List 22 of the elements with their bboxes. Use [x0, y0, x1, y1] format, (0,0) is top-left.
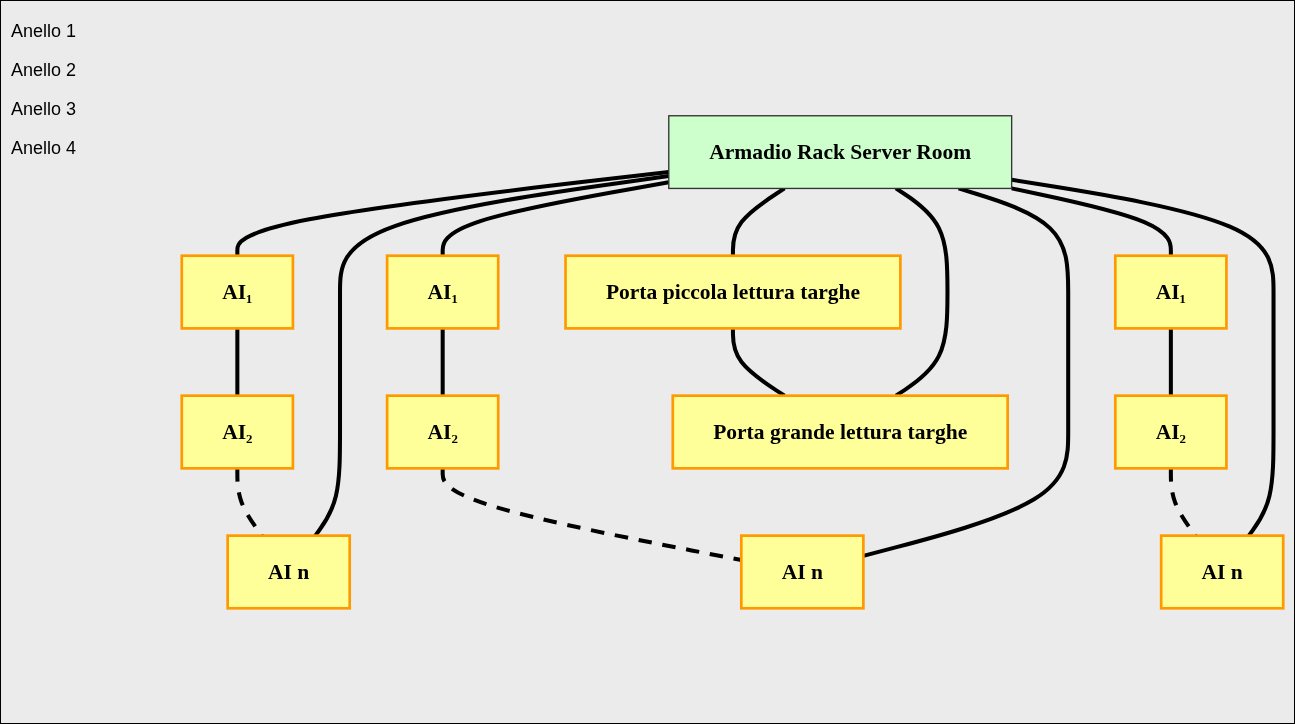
ring-label: Anello 4 — [11, 138, 78, 159]
connector — [1011, 186, 1173, 256]
ring-label: Anello 1 — [11, 21, 78, 42]
ring-label: Anello 3 — [11, 99, 78, 120]
node-box: AI₂ — [385, 394, 500, 470]
node-box: Armadio Rack Server Room — [668, 115, 1013, 190]
connector — [1168, 328, 1173, 396]
node-box: AI n — [1159, 534, 1285, 610]
node-box: AI₁ — [180, 254, 295, 330]
node-box: AI n — [739, 534, 865, 610]
node-box: AI₂ — [180, 394, 295, 470]
connector — [440, 328, 445, 396]
node-box: Porta grande lettura targhe — [671, 394, 1009, 470]
node-box: AI₁ — [385, 254, 500, 330]
node-box: AI₂ — [1113, 394, 1228, 470]
ring-label: Anello 2 — [11, 60, 78, 81]
node-box: AI n — [226, 534, 352, 610]
connector — [440, 468, 742, 563]
node-box: AI₁ — [1113, 254, 1228, 330]
connector — [235, 169, 669, 256]
node-box: Porta piccola lettura targhe — [564, 254, 902, 330]
connector — [235, 328, 240, 396]
